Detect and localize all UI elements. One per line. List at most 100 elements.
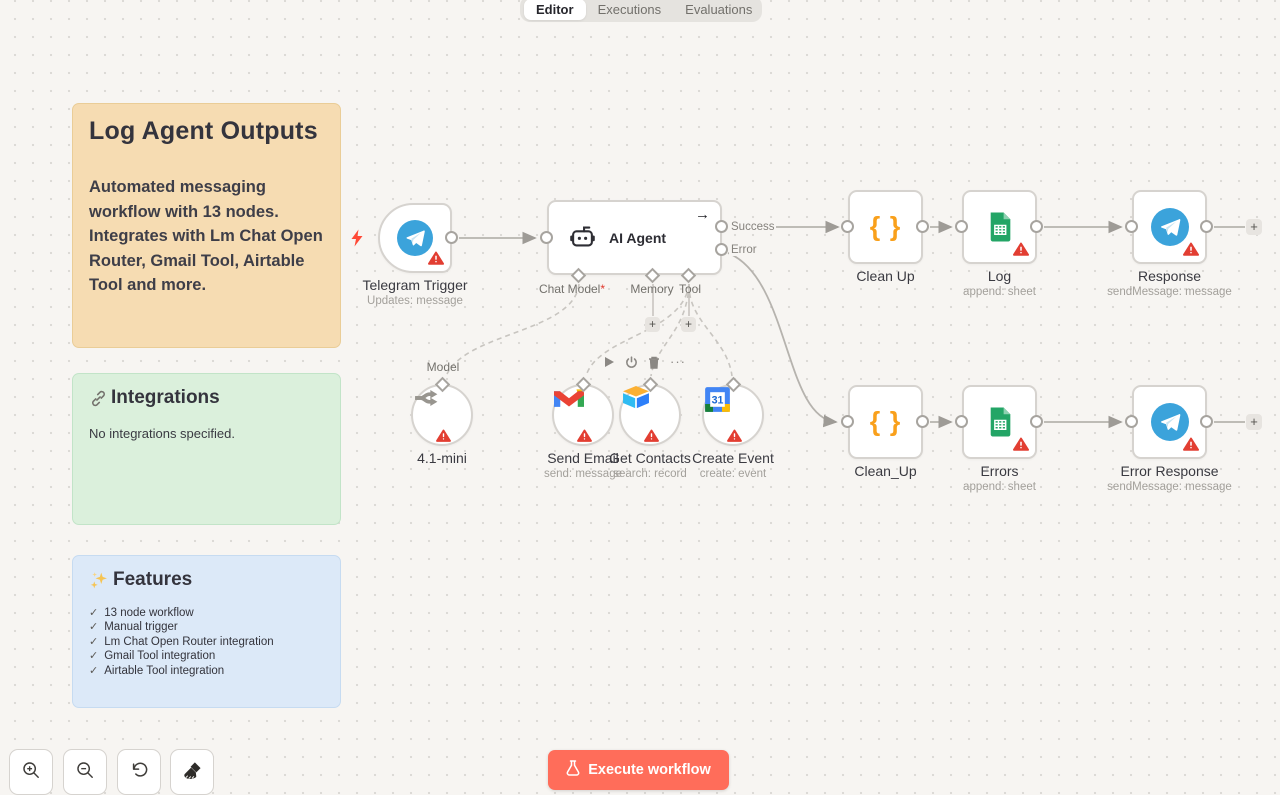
node-send-email[interactable]: Send Email send: message (544, 384, 622, 480)
list-item: ✓Manual trigger (89, 621, 178, 634)
node-create-event[interactable]: Create Event create: event (692, 384, 774, 480)
node-telegram-trigger[interactable]: Telegram Trigger Updates: message (362, 203, 468, 307)
flask-icon (566, 760, 580, 780)
node-label: Response (1137, 268, 1202, 284)
input-port[interactable] (1125, 220, 1138, 233)
google-sheets-icon (987, 406, 1012, 438)
warning-icon (1183, 437, 1199, 451)
node-subtitle: create: event (699, 468, 767, 480)
node-errors[interactable]: Errors append: sheet (962, 385, 1037, 493)
input-port[interactable] (955, 415, 968, 428)
output-port-error[interactable] (715, 243, 728, 256)
list-item: ✓Gmail Tool integration (89, 650, 216, 663)
node-label: Clean Up (856, 268, 915, 284)
note-body: No integrations specified. (89, 426, 235, 441)
input-port[interactable] (1125, 415, 1138, 428)
node-label: Error Response (1120, 463, 1219, 479)
output-port[interactable] (1200, 415, 1213, 428)
add-node-button[interactable]: + (1246, 219, 1262, 235)
input-port[interactable] (841, 415, 854, 428)
sticky-note-integrations[interactable]: Integrations No integrations specified. (72, 373, 341, 525)
check-icon: ✓ (89, 621, 99, 634)
list-item: ✓13 node workflow (89, 607, 194, 619)
open-router-icon (413, 388, 440, 414)
play-icon[interactable] (604, 356, 615, 368)
note-title: Log Agent Outputs (89, 117, 318, 145)
code-icon: { } (869, 211, 902, 242)
node-subtitle: sendMessage: message (1107, 481, 1232, 493)
note-body: Automated messaging workflow with 13 nod… (89, 178, 323, 294)
node-log[interactable]: Log append: sheet (962, 190, 1037, 298)
node-label: Clean_Up (854, 463, 917, 479)
input-port[interactable] (955, 220, 968, 233)
node-clean-up[interactable]: { } Clean Up (848, 190, 923, 284)
zoom-in-button[interactable] (9, 749, 53, 795)
output-port[interactable] (445, 231, 458, 244)
node-subtitle: append: sheet (963, 481, 1036, 493)
tab-editor[interactable]: Editor (524, 0, 586, 20)
more-options-icon[interactable]: ··· (670, 354, 686, 369)
node-subtitle: send: message (544, 468, 622, 480)
add-memory-button[interactable]: + (645, 317, 660, 332)
output-port[interactable] (916, 220, 929, 233)
node-label: Get Contacts (609, 450, 691, 466)
node-ai-agent[interactable]: AI Agent → (547, 200, 722, 275)
arrow-icon: → (695, 206, 710, 223)
sticky-note-overview[interactable]: Log Agent Outputs Automated messaging wo… (72, 103, 341, 348)
check-icon: ✓ (89, 635, 99, 648)
node-inner-label: AI Agent (609, 229, 667, 246)
zoom-out-button[interactable] (63, 749, 107, 795)
output-port-success[interactable] (715, 220, 728, 233)
port-label-memory: Memory (630, 282, 674, 296)
warning-icon (727, 429, 743, 443)
required-mark: * (600, 282, 606, 296)
node-subtitle: Updates: message (367, 295, 463, 307)
tab-evaluations[interactable]: Evaluations (685, 1, 753, 17)
tidy-up-button[interactable] (170, 749, 214, 795)
node-response[interactable]: Response sendMessage: message (1107, 190, 1232, 298)
node-model-4-1-mini[interactable]: 4.1-mini (411, 384, 473, 466)
warning-icon (644, 429, 660, 443)
warning-icon (436, 429, 452, 443)
node-subtitle: sendMessage: message (1107, 286, 1232, 298)
telegram-icon (1150, 403, 1189, 441)
port-label-model: Model (426, 360, 460, 374)
warning-icon (1013, 437, 1029, 451)
node-subtitle: append: sheet (963, 286, 1036, 298)
output-port[interactable] (1200, 220, 1213, 233)
tab-executions[interactable]: Executions (597, 1, 662, 17)
power-icon[interactable] (625, 355, 638, 369)
port-label-tool: Tool (678, 282, 702, 296)
sparkles-icon (89, 570, 110, 591)
telegram-icon (1150, 208, 1189, 246)
execute-workflow-label: Execute workflow (588, 762, 711, 778)
node-error-response[interactable]: Error Response sendMessage: message (1107, 385, 1232, 493)
google-calendar-icon (704, 387, 731, 417)
add-node-button[interactable]: + (1246, 414, 1262, 430)
node-get-contacts[interactable]: Get Contacts search: record (609, 384, 691, 480)
list-item: ✓Airtable Tool integration (89, 664, 225, 677)
google-sheets-icon (987, 211, 1012, 243)
sticky-note-features[interactable]: Features ✓13 node workflow ✓Manual trigg… (72, 555, 341, 708)
node-label: Telegram Trigger (362, 277, 468, 293)
undo-button[interactable] (117, 749, 161, 795)
node-label: Log (987, 268, 1012, 284)
add-tool-button[interactable]: + (681, 317, 696, 332)
view-switcher: Editor Executions Evaluations (520, 0, 762, 22)
input-port[interactable] (540, 231, 553, 244)
node-clean-up-2[interactable]: { } Clean_Up (848, 385, 923, 479)
output-port[interactable] (1030, 415, 1043, 428)
warning-icon (1183, 242, 1199, 256)
features-list: ✓13 node workflow ✓Manual trigger ✓Lm Ch… (89, 606, 324, 678)
node-label: Create Event (692, 450, 774, 466)
output-port[interactable] (1030, 220, 1043, 233)
node-label: Send Email (547, 450, 619, 466)
note-title: Features (113, 569, 193, 590)
input-port[interactable] (841, 220, 854, 233)
output-port[interactable] (916, 415, 929, 428)
node-subtitle: search: record (613, 468, 687, 480)
execute-workflow-button[interactable]: Execute workflow (548, 750, 729, 790)
trash-icon[interactable] (648, 356, 660, 369)
check-icon: ✓ (89, 607, 99, 619)
note-title: Integrations (111, 387, 220, 408)
